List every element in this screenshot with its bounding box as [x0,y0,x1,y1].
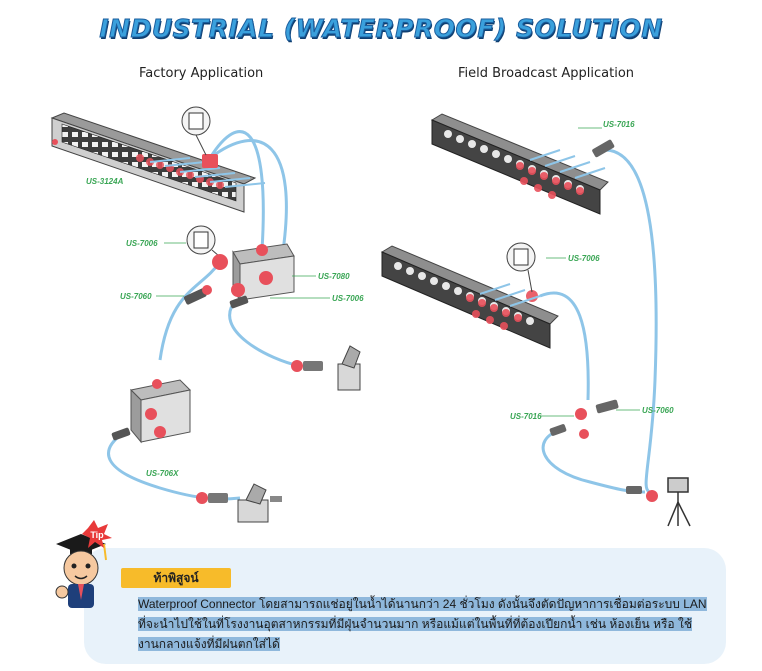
label-us-7060: US-7060 [642,406,674,415]
mascot-icon: Tip [55,520,112,608]
label-leaders [156,242,330,299]
field-broadcast-diagram: US-7016 US-7006 US-7016 US-7060 [380,113,691,527]
label-leaders [540,127,640,417]
factory-diagram: US-3124A US-7006 US-7060 US-7080 US-7006… [50,106,364,523]
panel-connectors [516,162,584,199]
waterproof-plug-icon [549,424,589,439]
connector-detail-icon [181,106,211,156]
waterproof-plug-icon [626,486,658,502]
waterproof-plug-icon [291,360,323,372]
tip-text-content: Waterproof Connector โดยสามารถแช่อยู่ในน… [138,597,707,651]
waterproof-plug-icon [111,427,131,441]
connector-detail-icon [186,225,227,263]
factory-application-title: Factory Application [139,66,264,81]
waterproof-jack-icon [231,283,245,297]
tip-badge: Tip [90,530,104,540]
panel-connectors [466,290,538,330]
label-us-7006: US-7006 [568,254,600,263]
waterproof-plug-icon [229,295,249,309]
panel-center-connector-icon [202,154,218,168]
field-broadcast-application-title: Field Broadcast Application [458,66,635,81]
waterproof-plug-icon [592,139,615,158]
waterproof-plug-icon [575,399,619,420]
camera-tripod-icon [667,477,691,527]
waterproof-plug-icon [196,492,228,504]
solution-diagram: US-3124A US-7006 US-7060 US-7080 US-7006… [50,106,691,527]
industrial-device-icon [237,483,282,523]
connector-detail-icon [506,242,536,293]
page-title: INDUSTRIAL (WATERPROOF) SOLUTION [99,14,663,44]
waterproof-jack-icon [212,254,228,270]
tip-heading: ท้าพิสูจน์ [121,568,231,588]
tip-text: Waterproof Connector โดยสามารถแช่อยู่ในน… [138,594,708,654]
panel-cables [529,149,606,179]
label-us-706x: US-706X [146,469,179,478]
junction-box-icon [129,379,192,444]
panel-cables [479,283,541,307]
waterproof-plug-icon [183,285,212,305]
label-us-3124a: US-3124A [86,177,124,186]
panel-cables [149,157,266,188]
label-us-7016: US-7016 [510,412,542,421]
label-us-7006: US-7006 [332,294,364,303]
label-us-7080: US-7080 [318,272,350,281]
label-us-7060: US-7060 [120,292,152,301]
label-us-7006: US-7006 [126,239,158,248]
label-us-7016: US-7016 [603,120,635,129]
industrial-device-icon [337,345,361,391]
